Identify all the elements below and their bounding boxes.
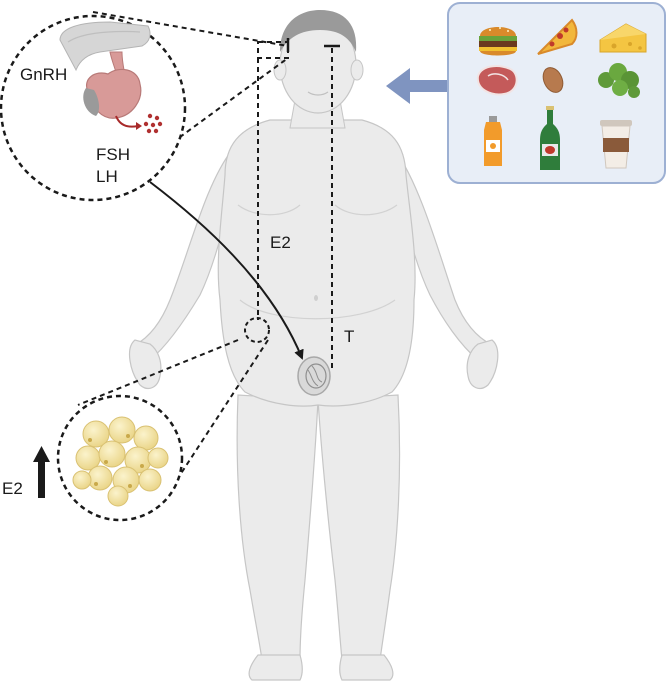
right-foot (340, 655, 393, 680)
right-leg (318, 395, 400, 660)
navel (314, 295, 318, 301)
burger-icon (479, 27, 517, 56)
adipose-zoom (58, 396, 182, 520)
fsh-label: FSH (96, 145, 130, 164)
e2-body-label: E2 (270, 233, 291, 252)
testis-icon (298, 357, 330, 395)
t-label: T (344, 327, 354, 346)
steak-icon (478, 66, 517, 94)
left-foot (249, 655, 302, 680)
e2-side-label: E2 (2, 479, 23, 498)
diet-arrow (386, 68, 448, 104)
pituitary-zoom: GnRH FSH LH (1, 16, 185, 200)
up-arrow-icon (38, 460, 45, 498)
e2-increase-indicator: E2 (2, 446, 50, 498)
juice-icon (484, 116, 502, 166)
lh-label: LH (96, 167, 118, 186)
left-leg (237, 395, 318, 660)
gnrh-label: GnRH (20, 65, 67, 84)
right-ear (351, 60, 363, 80)
food-panel (448, 3, 665, 183)
left-ear (274, 60, 286, 80)
